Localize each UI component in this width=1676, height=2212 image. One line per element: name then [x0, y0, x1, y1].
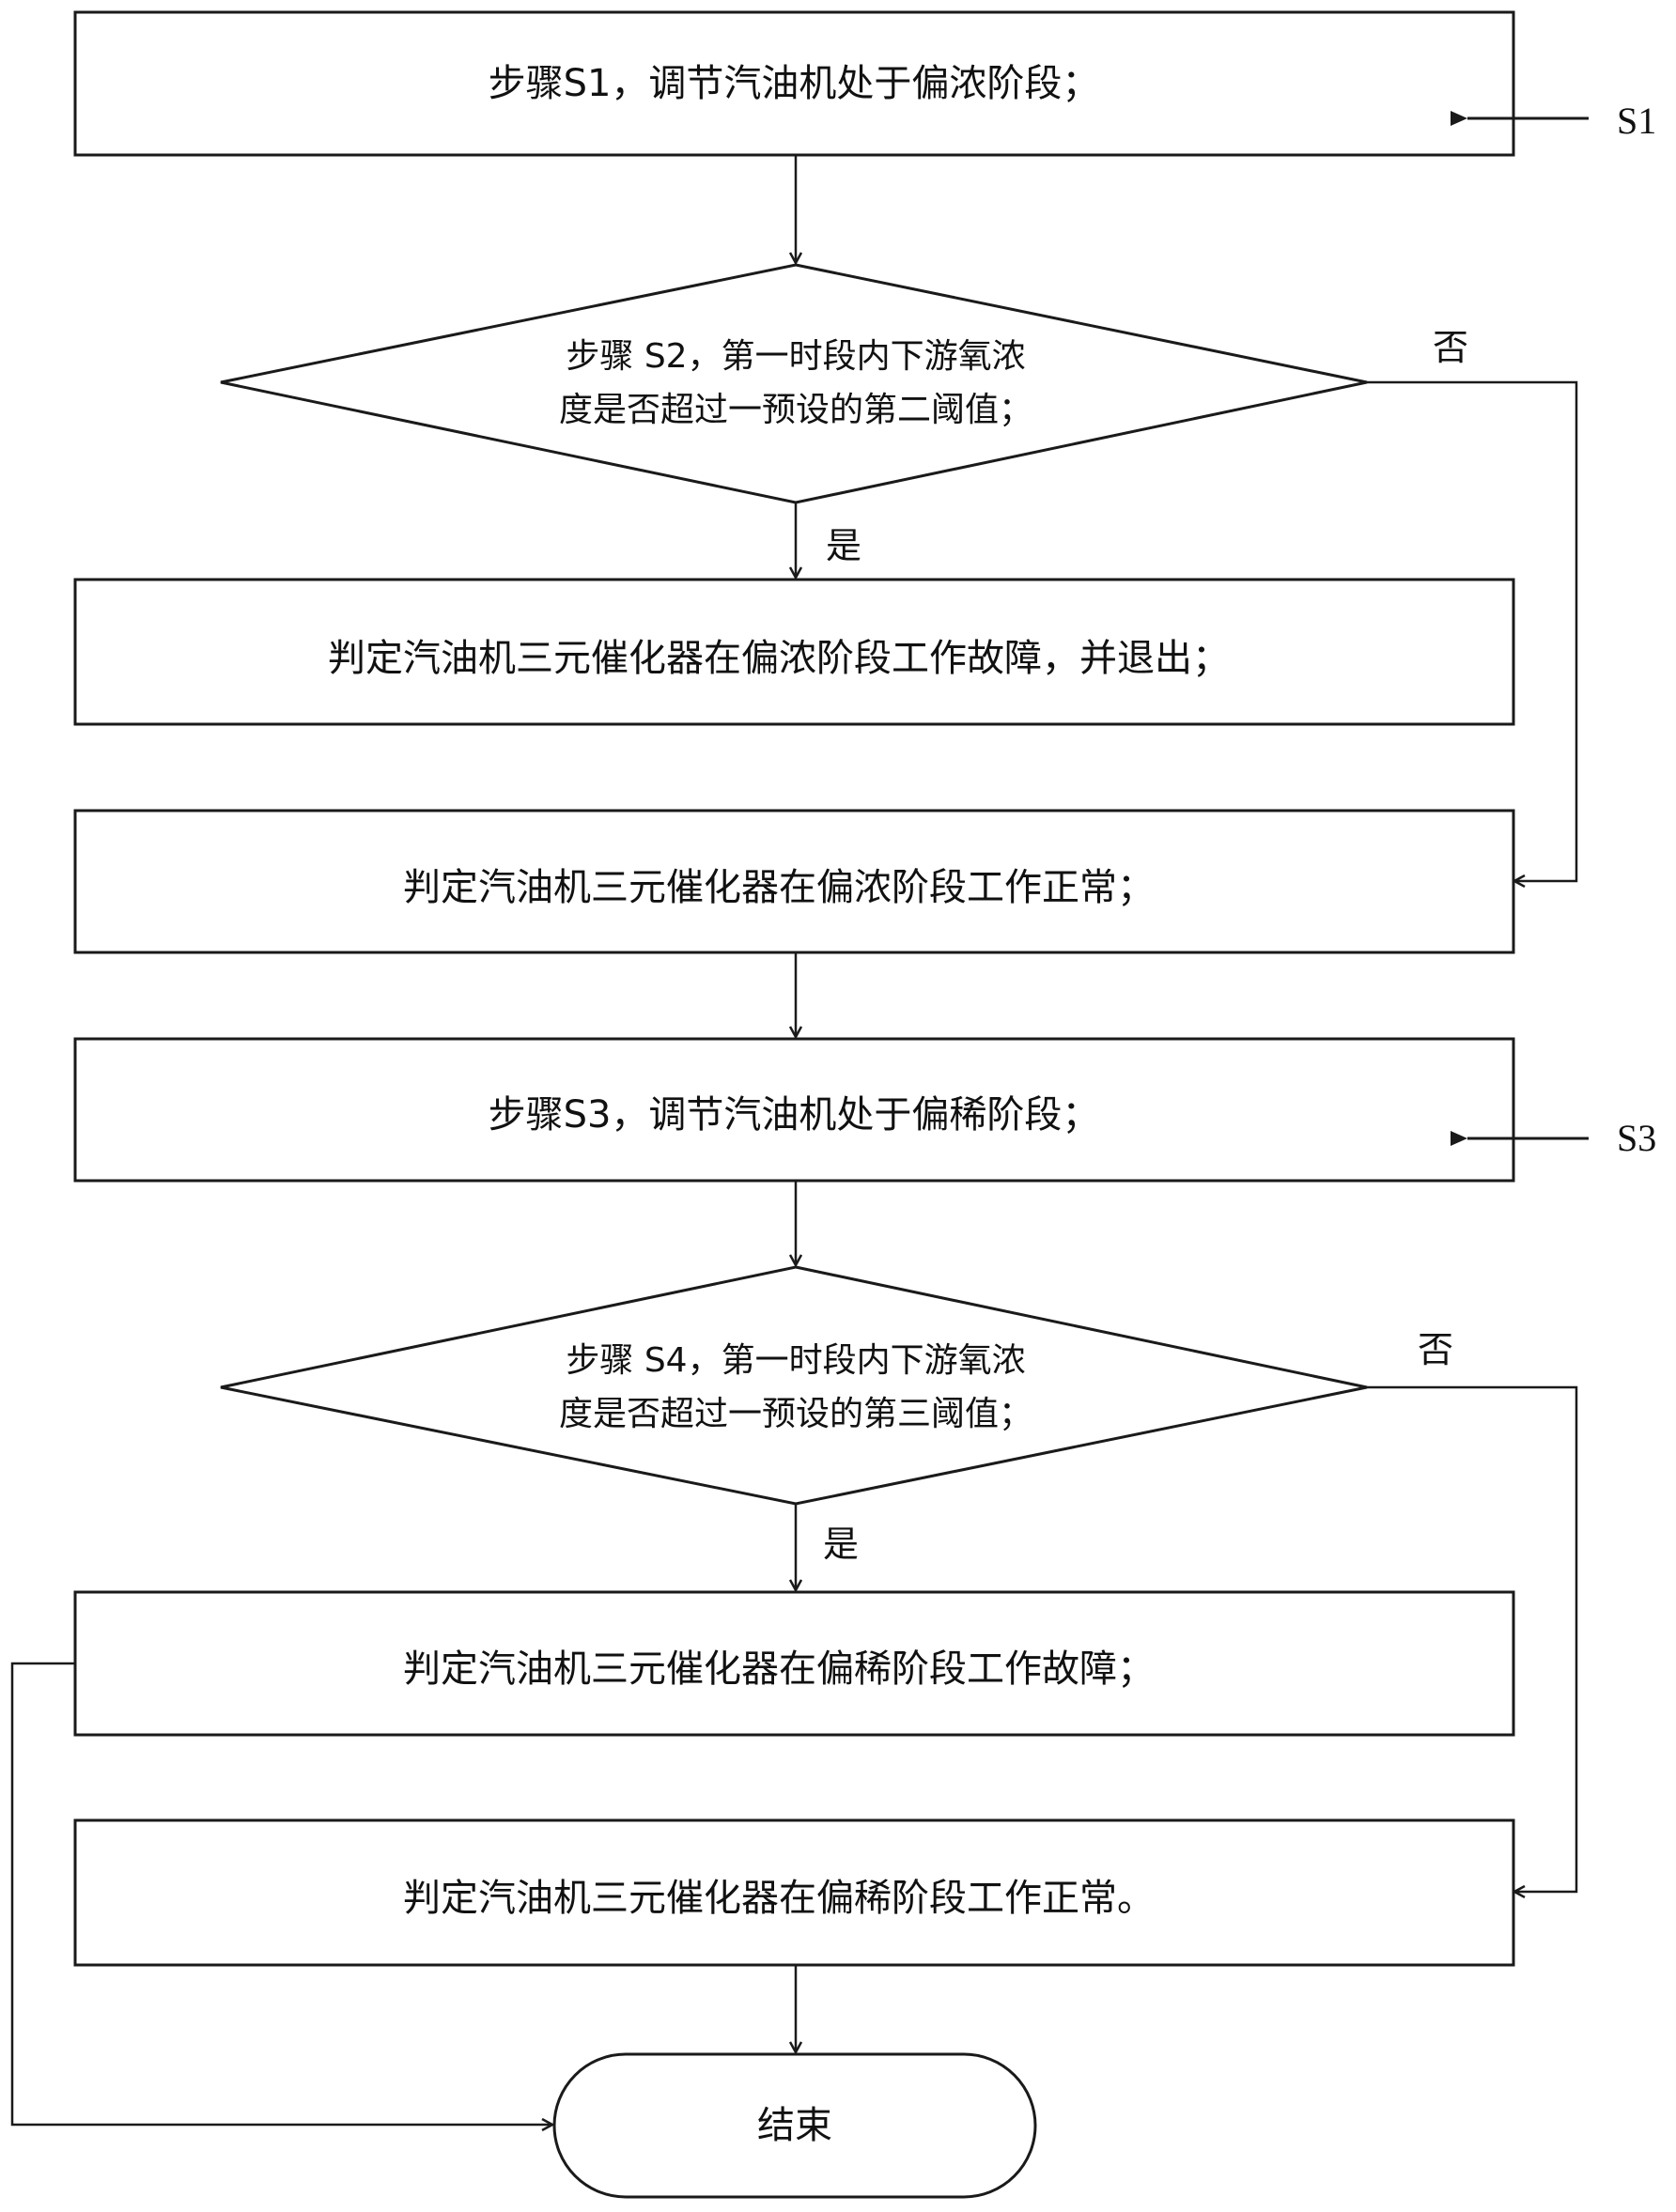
- branch-label-s2-no: 否: [1433, 327, 1468, 368]
- decision-label-line-2: 度是否超过一预设的第三阈值；: [559, 1395, 1032, 1433]
- process-box: [73, 578, 1515, 726]
- edge-lean-fault-to-end: [10, 1662, 552, 2125]
- node-rich-normal[interactable]: 判定汽油机三元催化器在偏浓阶段工作正常；: [73, 809, 1515, 954]
- node-s1-adjust-rich[interactable]: 步骤S1，调节汽油机处于偏浓阶段；: [73, 10, 1515, 157]
- node-rich-fault[interactable]: 判定汽油机三元催化器在偏浓阶段工作故障，并退出；: [73, 578, 1515, 726]
- node-label: 判定汽油机三元催化器在偏稀阶段工作正常。: [403, 1877, 1155, 1920]
- decision-label-line-1: 步骤 S2，第一时段内下游氧浓: [566, 337, 1025, 376]
- decision-diamond: [220, 1265, 1368, 1506]
- node-s4-decision[interactable]: 步骤 S4，第一时段内下游氧浓 度是否超过一预设的第三阈值；: [220, 1265, 1368, 1506]
- step-marker-s1: S1: [1451, 100, 1656, 142]
- node-label: 判定汽油机三元催化器在偏稀阶段工作故障；: [403, 1647, 1155, 1691]
- terminator-shape: [552, 2052, 1037, 2199]
- edge-s4-no-to-lean-normal: [1367, 1385, 1578, 1892]
- marker-label-s3: S3: [1617, 1117, 1656, 1159]
- branch-label-s2-yes: 是: [826, 525, 861, 566]
- process-box: [73, 1818, 1515, 1967]
- node-lean-normal[interactable]: 判定汽油机三元催化器在偏稀阶段工作正常。: [73, 1818, 1515, 1967]
- edge-s2-no-to-rich-normal: [1367, 380, 1578, 881]
- decision-label-line-1: 步骤 S4，第一时段内下游氧浓: [566, 1341, 1025, 1380]
- marker-label-s1: S1: [1617, 100, 1656, 142]
- node-label: 步骤S3，调节汽油机处于偏稀阶段；: [489, 1093, 1100, 1137]
- branch-label-s4-yes: 是: [823, 1524, 859, 1565]
- node-s3-adjust-lean[interactable]: 步骤S3，调节汽油机处于偏稀阶段；: [73, 1037, 1515, 1183]
- process-box: [73, 1590, 1515, 1737]
- node-label: 步骤S1，调节汽油机处于偏浓阶段；: [489, 62, 1100, 105]
- connectors: [10, 155, 1578, 2125]
- decision-label-line-2: 度是否超过一预设的第二阈值；: [559, 391, 1032, 429]
- decision-diamond: [220, 263, 1368, 504]
- node-lean-fault[interactable]: 判定汽油机三元催化器在偏稀阶段工作故障；: [73, 1590, 1515, 1737]
- branch-label-s4-no: 否: [1418, 1329, 1453, 1370]
- process-box: [73, 10, 1515, 157]
- process-box: [73, 1037, 1515, 1183]
- node-end[interactable]: 结束: [552, 2052, 1037, 2199]
- node-s2-decision[interactable]: 步骤 S2，第一时段内下游氧浓 度是否超过一预设的第二阈值；: [220, 263, 1368, 504]
- process-box: [73, 809, 1515, 954]
- terminator-label: 结束: [757, 2104, 832, 2147]
- step-marker-s3: S3: [1451, 1117, 1656, 1159]
- node-label: 判定汽油机三元催化器在偏浓阶段工作正常；: [403, 866, 1155, 909]
- node-label: 判定汽油机三元催化器在偏浓阶段工作故障，并退出；: [328, 637, 1230, 680]
